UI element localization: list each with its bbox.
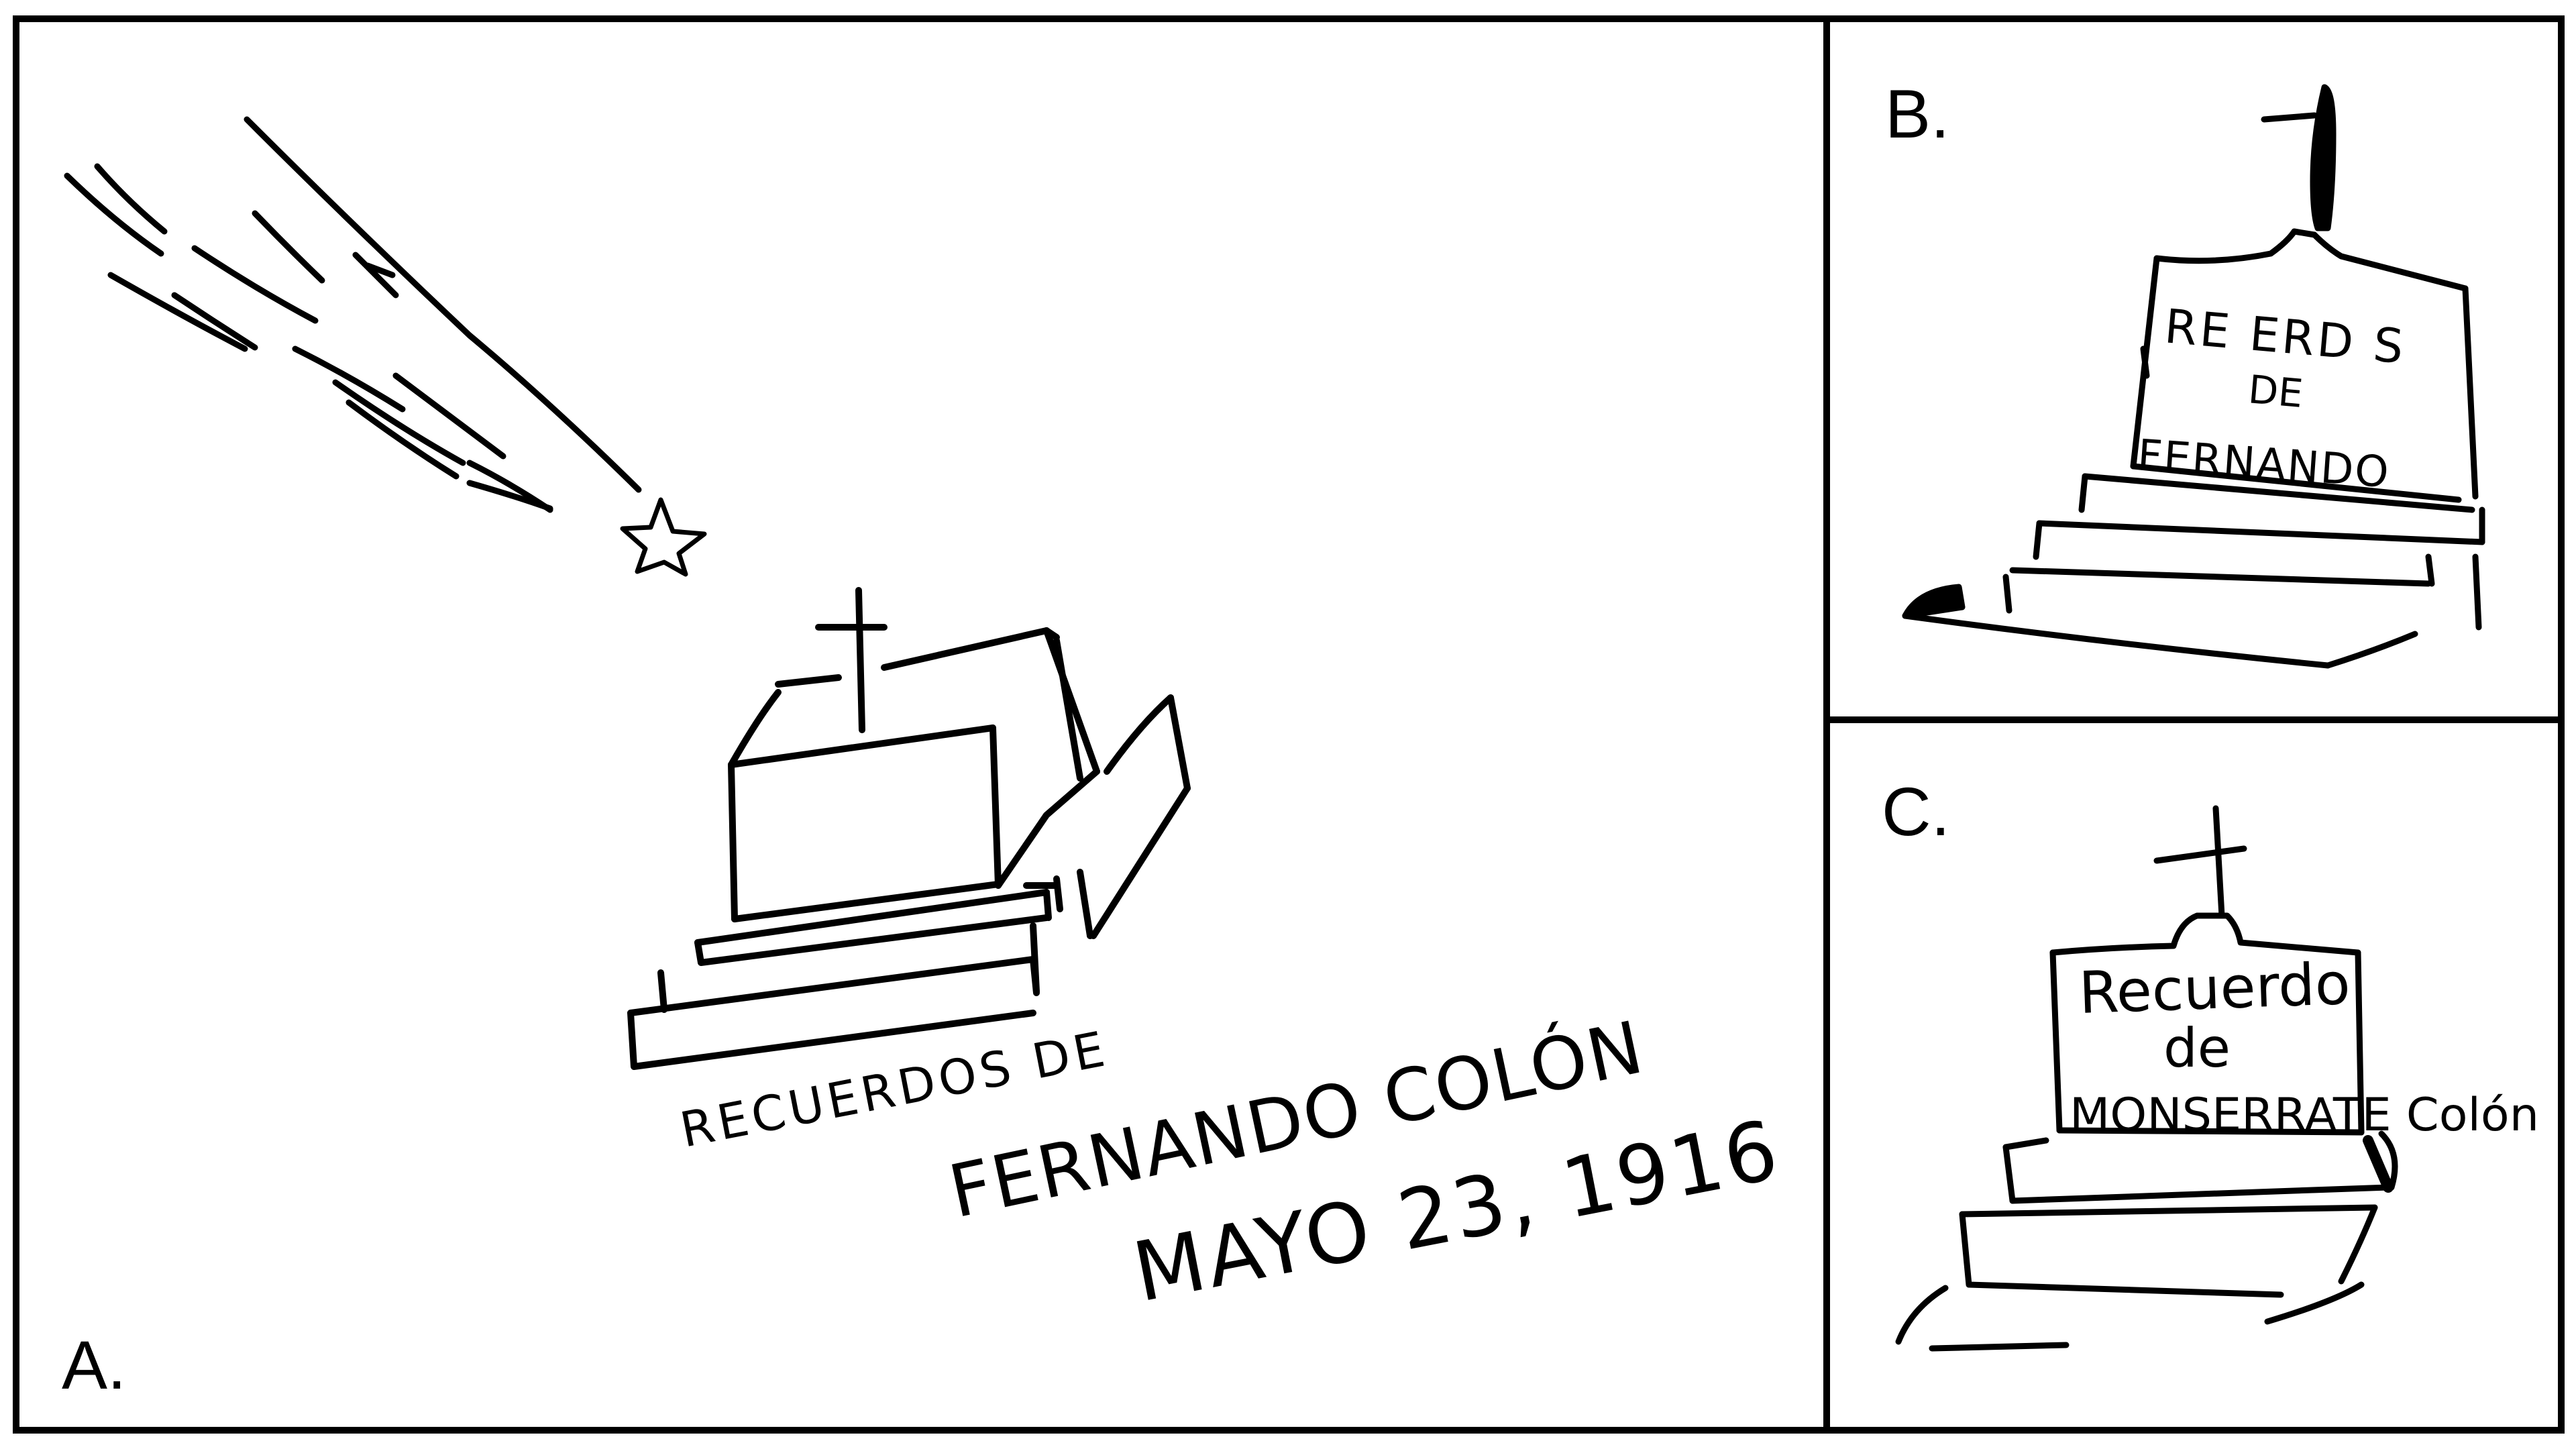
- outer-frame: [13, 15, 2565, 1434]
- tombstone-b: [1902, 84, 2485, 669]
- panel-frames: [13, 15, 2565, 1434]
- inscription-c-line2: de: [2163, 1017, 2231, 1079]
- dagger-icon: [2310, 84, 2337, 231]
- inscription-c-line1: Recuerdo: [2078, 951, 2351, 1027]
- panel-b-label: B.: [1885, 76, 1949, 152]
- panel-b: B. RE ERD S D: [1885, 76, 2485, 669]
- shooting-star-trail: [64, 116, 642, 513]
- panel-c: C. Recuerdo de MO: [1882, 773, 2539, 1352]
- panel-a-label: A.: [62, 1327, 126, 1403]
- cross-icon: [2212, 805, 2225, 919]
- panel-a: A.: [62, 116, 1788, 1403]
- tombstone-c: [1895, 805, 2398, 1352]
- inscription-b-line3: FERNANDO: [2136, 431, 2392, 498]
- inscription-b-line2: DE: [2247, 366, 2305, 417]
- inscription-b-line1: RE ERD S: [2163, 299, 2408, 374]
- tombstone-a: [627, 587, 1191, 1070]
- cross-icon: [855, 587, 865, 733]
- inscription-c-line3: MONSERRATE Colón: [2070, 1089, 2539, 1142]
- star-icon: [620, 497, 707, 577]
- panel-c-label: C.: [1882, 773, 1950, 850]
